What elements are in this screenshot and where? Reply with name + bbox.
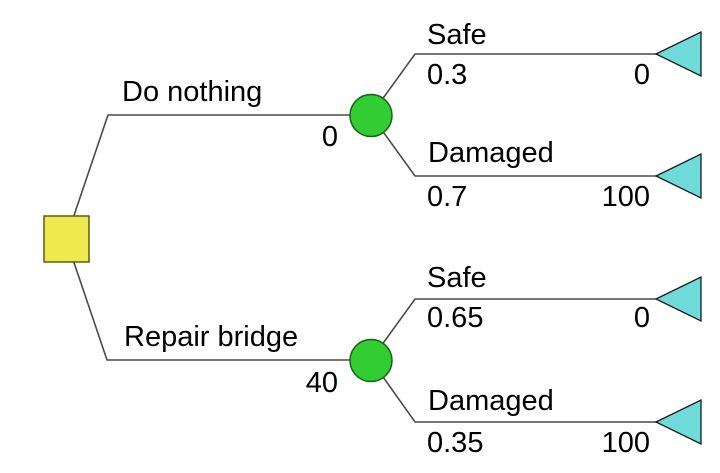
payoff-do-nothing-damaged: 100: [601, 181, 650, 213]
branch-value-do-nothing: 0: [321, 121, 338, 153]
terminal-node-repair-safe: [654, 275, 702, 323]
payoff-do-nothing-safe: 0: [633, 59, 650, 91]
branch-value-repair-bridge: 40: [305, 367, 338, 399]
outcome-label-do-nothing-damaged: Damaged: [428, 137, 554, 169]
chance-node-do-nothing: [349, 93, 393, 138]
terminal-node-repair-damaged: [654, 398, 702, 446]
branch-line-do-nothing-safe: [370, 53, 658, 116]
branch-line-repair-bridge: [65, 238, 371, 361]
outcome-label-repair-safe: Safe: [427, 262, 487, 294]
payoff-repair-damaged: 100: [601, 427, 650, 459]
chance-node-repair-bridge: [349, 338, 393, 383]
outcome-label-do-nothing-safe: Safe: [427, 19, 487, 51]
branch-line-repair-damaged: [370, 359, 658, 423]
branch-line-repair-safe: [370, 298, 658, 361]
probability-repair-safe: 0.65: [427, 302, 484, 334]
branch-line-do-nothing-damaged: [370, 114, 658, 177]
terminal-node-do-nothing-damaged: [654, 152, 702, 200]
probability-do-nothing-damaged: 0.7: [427, 181, 468, 213]
branch-label-do-nothing: Do nothing: [122, 76, 263, 108]
probability-repair-damaged: 0.35: [427, 427, 484, 459]
outcome-label-repair-damaged: Damaged: [428, 385, 554, 417]
branch-line-do-nothing: [65, 114, 371, 240]
payoff-repair-safe: 0: [633, 302, 650, 334]
terminal-node-do-nothing-safe: [654, 30, 702, 78]
branch-label-repair-bridge: Repair bridge: [124, 321, 299, 353]
probability-do-nothing-safe: 0.3: [427, 59, 468, 91]
decision-node: [43, 215, 90, 263]
